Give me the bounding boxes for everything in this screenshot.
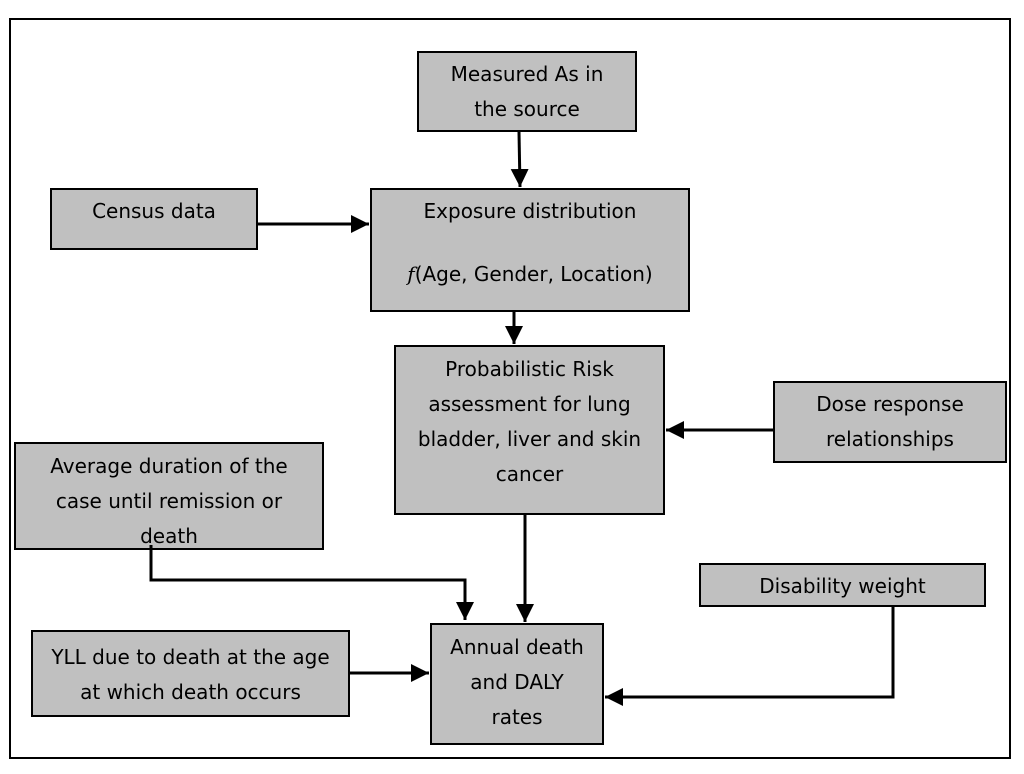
census-data-node: Census data: [50, 188, 258, 250]
annual-death-daly-node: Annual death and DALY rates: [430, 623, 604, 745]
node-text: Probabilistic Risk: [445, 357, 614, 381]
node-text: Exposure distribution: [423, 199, 637, 223]
diagram-frame: [9, 18, 1011, 759]
node-text: Average duration of the: [50, 454, 288, 478]
dose-response-node: Dose response relationships: [773, 381, 1007, 463]
risk-assessment-node: Probabilistic Risk assessment for lung b…: [394, 345, 665, 515]
node-text: and DALY: [470, 670, 564, 694]
node-text: bladder, liver and skin: [417, 427, 642, 451]
exposure-distribution-node: Exposure distribution f(Age, Gender, Loc…: [370, 188, 690, 312]
measured-as-node: Measured As in the source: [417, 51, 637, 132]
arrow-disability-to-annual: [605, 607, 895, 706]
function-symbol: f: [407, 262, 415, 286]
node-text: Dose response: [816, 392, 964, 416]
arrow-measured-to-exposure: [510, 131, 529, 188]
average-duration-node: Average duration of the case until remis…: [14, 442, 324, 550]
node-text: f(Age, Gender, Location): [372, 257, 688, 292]
node-text: Annual death: [450, 635, 584, 659]
node-text: Measured As in: [450, 62, 604, 86]
function-arguments: (Age, Gender, Location): [414, 262, 653, 286]
node-text: case until remission or: [55, 489, 283, 513]
node-text: death: [140, 524, 198, 548]
node-text: rates: [491, 705, 543, 729]
node-text: Disability weight: [759, 574, 926, 598]
disability-weight-node: Disability weight: [699, 563, 986, 607]
node-text: cancer: [495, 462, 564, 486]
node-text: at which death occurs: [80, 680, 301, 704]
node-text: the source: [474, 97, 580, 121]
arrow-duration-to-annual: [149, 545, 474, 620]
node-text: assessment for lung: [428, 392, 631, 416]
node-text: YLL due to death at the age: [51, 645, 330, 669]
yll-node: YLL due to death at the age at which dea…: [31, 630, 350, 717]
node-text: relationships: [826, 427, 954, 451]
node-text: Census data: [92, 199, 216, 223]
